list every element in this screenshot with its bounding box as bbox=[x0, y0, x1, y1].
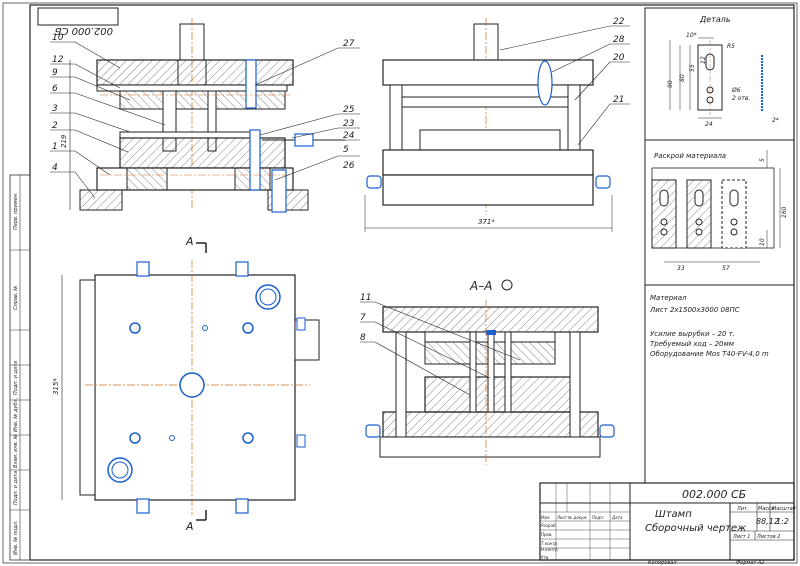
dim-315: 315* bbox=[52, 378, 60, 395]
stamp-name-2: Сборочный чертеж bbox=[645, 522, 746, 534]
note-stroke: Требуемый ход – 20мм bbox=[650, 340, 735, 348]
callout-4: 4 bbox=[52, 163, 58, 173]
side-strip: Перв. примен. Справ. № Подп. и дата Инв.… bbox=[9, 174, 31, 561]
strip-label: Перв. примен. bbox=[13, 192, 19, 230]
callout-27: 27 bbox=[343, 39, 355, 49]
front-view: 219 10 12 9 6 3 2 1 4 27 25 23 24 5 26 bbox=[50, 18, 360, 213]
title-block: Изм. Лист № докум. Подп. Дата Разраб. Пр… bbox=[539, 482, 796, 566]
callout-8: 8 bbox=[360, 333, 366, 343]
callout-10: 10 bbox=[52, 33, 64, 43]
detail-dim: 2 отв. bbox=[732, 95, 750, 102]
plan-view: 315* А А bbox=[52, 235, 320, 533]
stamp-designation: 002.000 СБ bbox=[682, 488, 746, 501]
role-label: Утв. bbox=[541, 555, 549, 560]
callout-2: 2 bbox=[52, 121, 58, 131]
row-header: Дата bbox=[611, 515, 623, 520]
dim-371: 371* bbox=[478, 218, 495, 226]
layout-dim: 33 bbox=[677, 265, 685, 272]
callout-3: 3 bbox=[52, 104, 58, 114]
sheet-number: Лист 1 bbox=[732, 534, 750, 540]
detail-dim: 12 bbox=[700, 56, 707, 64]
note-sheet: Лист 2х1500х3000 08ПС bbox=[649, 306, 740, 314]
callout-28: 28 bbox=[613, 35, 625, 45]
detail-dim: Ø6 bbox=[731, 87, 741, 94]
callout-21: 21 bbox=[613, 95, 624, 105]
callout-22: 22 bbox=[613, 17, 625, 27]
layout-title: Раскрой материала bbox=[654, 152, 726, 160]
callout-6: 6 bbox=[52, 84, 58, 94]
copied-label: Копировал bbox=[648, 560, 677, 566]
right-panel: Деталь 10* R5 55 80 90 Ø6 2 отв. 24 2* 1… bbox=[644, 7, 795, 484]
col-mass: Масса bbox=[758, 506, 774, 512]
mirrored-designation: 002.000 СБ bbox=[37, 7, 119, 36]
section-view: А–А 11 7 8 bbox=[360, 279, 615, 465]
callout-24: 24 bbox=[343, 131, 355, 141]
callout-20: 20 bbox=[613, 53, 625, 63]
strip-label: Инв. № подл. bbox=[13, 521, 19, 556]
strip-label: Справ. № bbox=[13, 286, 19, 310]
row-header: Лист bbox=[556, 515, 568, 520]
row-header: Подп. bbox=[592, 515, 604, 520]
role-label: Т.контр. bbox=[541, 541, 558, 546]
callout-12: 12 bbox=[52, 55, 64, 65]
mass-value: 88,12 bbox=[756, 517, 779, 526]
role-label: Н.контр. bbox=[541, 547, 559, 552]
format-label: Формат А2 bbox=[736, 560, 764, 566]
col-scale: Масштаб bbox=[772, 506, 796, 512]
layout-dim: 57 bbox=[722, 265, 730, 272]
cut-mark-bottom: А bbox=[185, 520, 194, 533]
detail-dim: R5 bbox=[727, 43, 735, 50]
stamp-name-1: Штамп bbox=[655, 509, 692, 520]
strip-label: Взам. инв. № bbox=[13, 434, 19, 468]
detail-dim: 80 bbox=[679, 74, 686, 82]
callout-9: 9 bbox=[52, 68, 58, 78]
callout-11: 11 bbox=[360, 293, 371, 303]
layout-dim: 5 bbox=[759, 158, 766, 162]
note-material: Материал bbox=[650, 294, 687, 302]
dim-219: 219 bbox=[60, 134, 68, 148]
layout-dim: 160 bbox=[781, 206, 788, 218]
col-lit: Лит. bbox=[736, 506, 749, 512]
strip-label: Подп. и дата bbox=[13, 471, 19, 505]
callout-1: 1 bbox=[52, 142, 58, 152]
strip-label: Подп. и дата bbox=[13, 361, 19, 395]
side-view: 371* 22 28 20 21 bbox=[364, 17, 630, 232]
strip-label: Инв. № дубл. bbox=[13, 398, 19, 432]
row-header: № докум. bbox=[567, 515, 588, 520]
detail-title: Деталь bbox=[699, 15, 731, 24]
role-label: Пров. bbox=[541, 532, 553, 537]
detail-dim: 2* bbox=[772, 117, 779, 124]
callout-23: 23 bbox=[343, 119, 355, 129]
callout-5: 5 bbox=[343, 145, 349, 155]
detail-dim: 90 bbox=[667, 80, 674, 88]
callout-7: 7 bbox=[360, 313, 366, 323]
role-label: Разраб. bbox=[541, 523, 557, 528]
note-force: Усилие вырубки – 20 т. bbox=[650, 330, 735, 338]
callout-25: 25 bbox=[343, 105, 355, 115]
section-label: А–А bbox=[469, 279, 492, 293]
cut-mark-top: А bbox=[185, 235, 194, 248]
layout-dim: 10 bbox=[759, 238, 766, 246]
detail-dim: 10* bbox=[686, 32, 697, 39]
sheet-total: Листов 2 bbox=[756, 534, 780, 540]
row-header: Изм. bbox=[541, 515, 550, 520]
detail-dim: 55 bbox=[689, 64, 696, 72]
detail-dim: 24 bbox=[705, 121, 713, 128]
scale-value: 1:2 bbox=[776, 517, 789, 526]
note-equipment: Оборудование Mos T40-FV-4,0 m bbox=[650, 350, 769, 358]
svg-text:002.000 СБ: 002.000 СБ bbox=[54, 25, 113, 36]
callout-26: 26 bbox=[343, 161, 355, 171]
